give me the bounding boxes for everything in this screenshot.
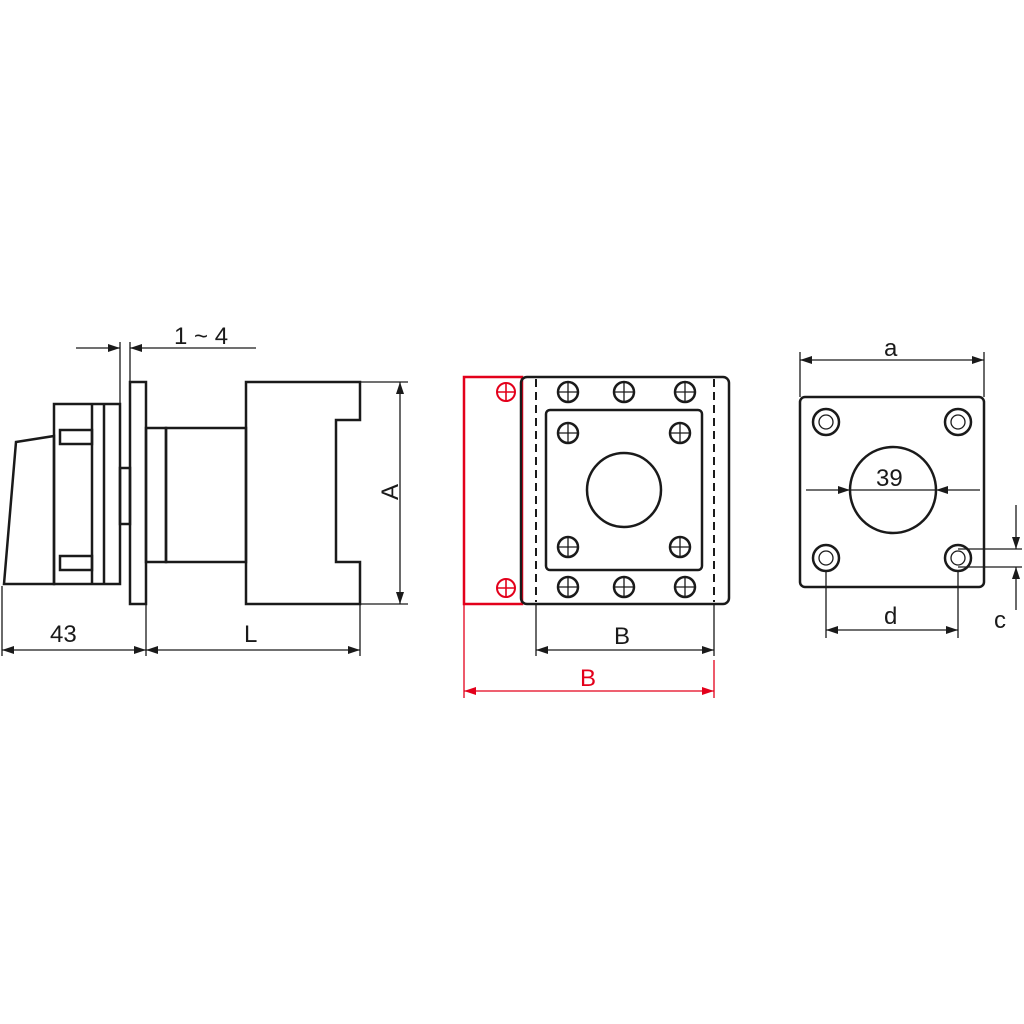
front-view: B B bbox=[462, 375, 731, 698]
label-depth-left: 43 bbox=[50, 621, 77, 648]
switch-collar bbox=[164, 426, 248, 564]
handle-knob bbox=[2, 434, 56, 586]
front-inner-plate bbox=[544, 408, 704, 572]
label-front-width: B bbox=[614, 623, 630, 650]
bezel-tab-bottom bbox=[58, 554, 94, 572]
switch-body bbox=[244, 380, 362, 606]
dim-length: L bbox=[146, 604, 361, 656]
shaft bbox=[118, 466, 132, 526]
label-hole-diameter: 39 bbox=[876, 465, 903, 492]
crosshair-hole bbox=[556, 575, 580, 599]
dim-gap: 1 ~ 4 bbox=[76, 323, 256, 404]
dim-panel-width: a bbox=[799, 335, 985, 397]
bezel-tab-top bbox=[58, 428, 94, 446]
crosshair-hole bbox=[556, 421, 580, 445]
crosshair-hole bbox=[612, 380, 636, 404]
dim-hole-diameter: 39 bbox=[806, 465, 980, 494]
front-outline bbox=[519, 375, 731, 606]
label-screw-diameter: c bbox=[994, 607, 1006, 634]
dim-screw-diameter: c bbox=[958, 505, 1022, 634]
front-center-bore bbox=[585, 451, 663, 529]
crosshair-hole-red-top bbox=[496, 382, 516, 402]
dim-front-width-alt: B bbox=[463, 604, 715, 698]
dim-front-width: B bbox=[535, 604, 715, 656]
panel-screw-hole bbox=[811, 407, 841, 437]
panel-cutout-view: a 39 d c bbox=[798, 335, 1022, 638]
switch-neck bbox=[144, 426, 168, 564]
label-hole-spacing: d bbox=[884, 603, 897, 630]
crosshair-hole bbox=[556, 535, 580, 559]
crosshair-hole-red-bottom bbox=[496, 578, 516, 598]
crosshair-hole bbox=[612, 575, 636, 599]
panel-outline bbox=[798, 395, 986, 589]
label-gap: 1 ~ 4 bbox=[174, 323, 228, 350]
dim-height: A bbox=[360, 381, 408, 605]
mounting-plate bbox=[128, 380, 148, 606]
dim-hole-spacing: d bbox=[825, 571, 959, 638]
label-height: A bbox=[377, 484, 404, 500]
dim-depth-left: 43 bbox=[1, 586, 147, 656]
front-hole-row bbox=[556, 380, 697, 599]
crosshair-hole bbox=[668, 535, 692, 559]
label-panel-width: a bbox=[884, 335, 898, 362]
label-front-width-alt: B bbox=[580, 665, 596, 692]
crosshair-hole bbox=[556, 380, 580, 404]
panel-screw-hole bbox=[811, 543, 841, 573]
side-view: 1 ~ 4 A 43 L bbox=[1, 323, 408, 656]
crosshair-hole bbox=[668, 421, 692, 445]
panel-screw-hole bbox=[943, 407, 973, 437]
crosshair-hole bbox=[673, 575, 697, 599]
label-length: L bbox=[244, 621, 257, 648]
extension-outline bbox=[462, 375, 524, 606]
crosshair-hole bbox=[673, 380, 697, 404]
